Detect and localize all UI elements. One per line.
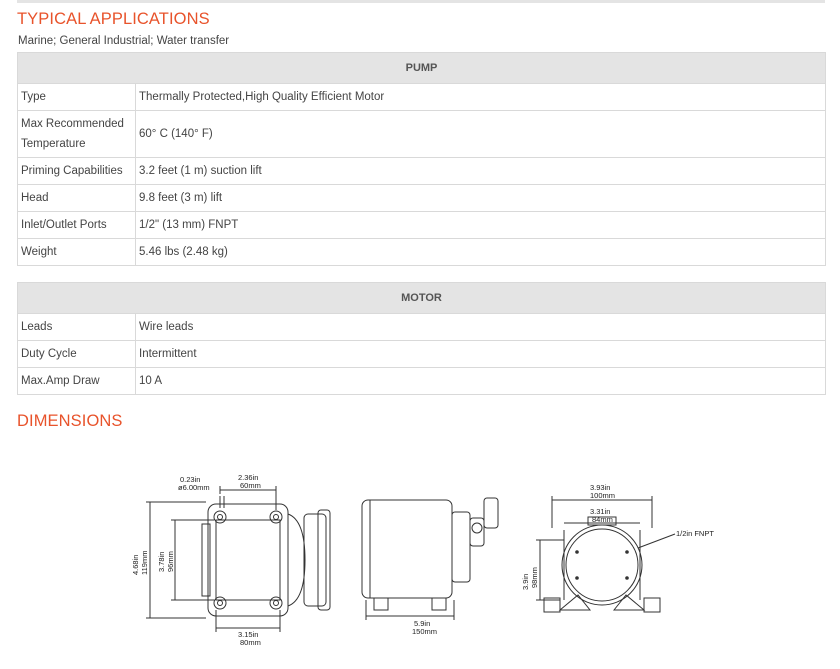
row-label: Priming Capabilities [17,157,136,185]
port-size-label: 1/2in FNPT [676,529,714,538]
row-label: Weight [17,238,136,266]
row-value: 3.2 feet (1 m) suction lift [135,157,826,185]
top-divider [17,0,825,3]
table-row: Max.Amp Draw 10 A [17,367,826,395]
width-in-label: 3.93in [590,483,610,492]
pump-table: PUMP Type Thermally Protected,High Quali… [17,52,826,266]
applications-text: Marine; General Industrial; Water transf… [18,35,230,47]
applications-title: TYPICAL APPLICATIONS [17,10,210,28]
motor-table: MOTOR Leads Wire leads Duty Cycle Interm… [17,282,826,395]
table-row: Inlet/Outlet Ports 1/2" (13 mm) FNPT [17,211,826,239]
row-label: Inlet/Outlet Ports [17,211,136,239]
row-value: 9.8 feet (3 m) lift [135,184,826,212]
row-value: 10 A [135,367,826,395]
row-label: Type [17,83,136,111]
row-label: Max Recommended Temperature [17,110,136,158]
top-width-mm-label: 60mm [240,481,261,490]
end-view-drawing [536,496,676,613]
bottom-width-in-label: 3.15in [238,630,258,639]
row-label: Leads [17,313,136,341]
table-row: Weight 5.46 lbs (2.48 kg) [17,238,826,266]
row-label: Duty Cycle [17,340,136,368]
inner-height-in-label: 3.78in [157,552,166,572]
inner-width-mm-label: 84mm [592,515,613,524]
row-value: Wire leads [135,313,826,341]
hole-size-mm-label: ø6.00mm [178,483,210,492]
top-width-in-label: 2.36in [238,473,258,482]
front-view-drawing [146,486,331,632]
overall-height-mm-label: 119mm [140,551,149,575]
row-value: 1/2" (13 mm) FNPT [135,211,826,239]
row-value: 60° C (140° F) [135,110,826,158]
table-row: Priming Capabilities 3.2 feet (1 m) suct… [17,157,826,185]
motor-table-header: MOTOR [17,282,826,314]
length-in-label: 5.9in [414,619,430,628]
pump-table-header: PUMP [17,52,826,84]
end-height-mm-label: 98mm [530,567,539,588]
width-mm-label: 100mm [590,491,615,500]
table-row: Duty Cycle Intermittent [17,340,826,368]
table-row: Head 9.8 feet (3 m) lift [17,184,826,212]
inner-height-mm-label: 96mm [166,551,175,572]
row-value: Thermally Protected,High Quality Efficie… [135,83,826,111]
table-row: Leads Wire leads [17,313,826,341]
overall-height-in-label: 4.68in [131,555,140,575]
row-value: Intermittent [135,340,826,368]
side-view-drawing [361,497,499,620]
row-label: Max.Amp Draw [17,367,136,395]
length-mm-label: 150mm [412,627,437,636]
dimensions-title: DIMENSIONS [17,412,123,430]
table-row: Type Thermally Protected,High Quality Ef… [17,83,826,111]
dimension-drawings: 0.23in ø6.00mm 2.36in 60mm 4.68in 119mm … [131,473,714,647]
hole-size-in-label: 0.23in [180,475,200,484]
row-label: Head [17,184,136,212]
table-row: Max Recommended Temperature 60° C (140° … [17,110,826,158]
inner-width-in-label: 3.31in [590,507,610,516]
end-height-in-label: 3.9in [521,574,530,590]
row-value: 5.46 lbs (2.48 kg) [135,238,826,266]
bottom-width-mm-label: 80mm [240,638,261,647]
